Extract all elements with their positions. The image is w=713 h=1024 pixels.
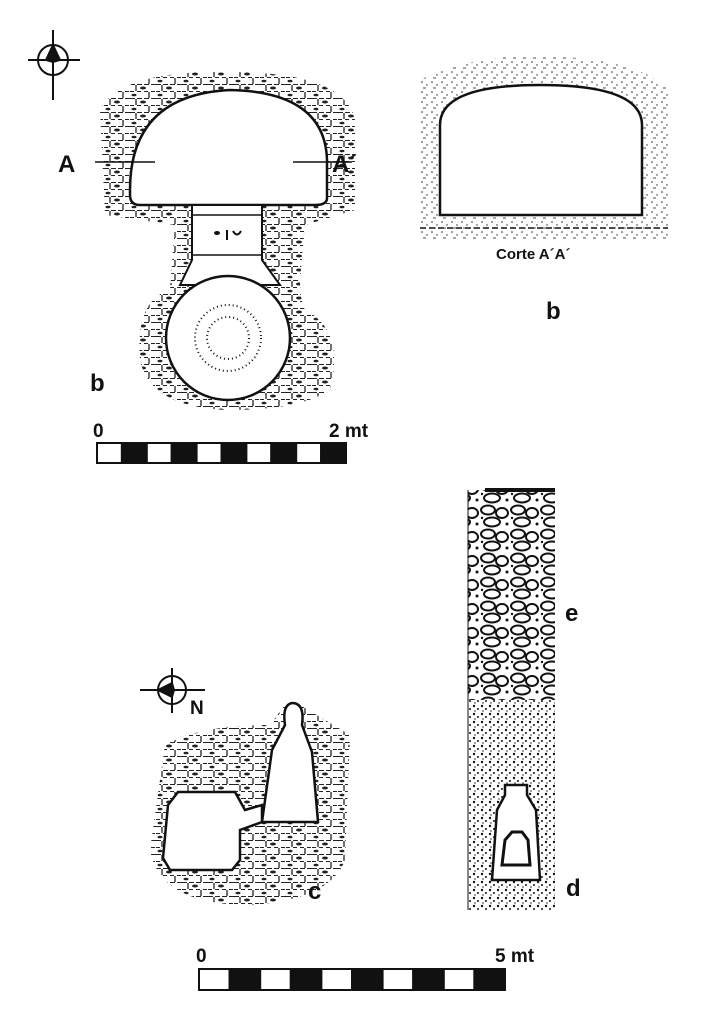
scale-segment — [96, 442, 123, 464]
scale-segment — [228, 968, 262, 991]
scale-segment — [220, 442, 248, 464]
scale-bottom-end: 5 mt — [495, 946, 535, 967]
scale-top-end: 2 mt — [329, 421, 369, 442]
scale-bar-top — [96, 442, 348, 464]
plan-b-label: b — [90, 370, 105, 397]
scale-segment — [170, 442, 198, 464]
scale-segment — [295, 442, 323, 464]
section-marker-a-prime: A´ — [332, 151, 358, 178]
plan-c-drawing — [150, 701, 350, 905]
scale-bar-bottom — [198, 968, 506, 991]
scale-segment — [198, 968, 231, 991]
section-caption: Corte A´A´ — [496, 246, 571, 263]
scale-segment — [120, 442, 148, 464]
scale-segment — [442, 968, 476, 991]
scale-top-start: 0 — [93, 421, 104, 442]
section-b-label: b — [546, 298, 561, 325]
scale-segment — [320, 442, 348, 464]
scale-bottom-start: 0 — [196, 946, 207, 967]
scale-segment — [270, 442, 298, 464]
scale-segment — [145, 442, 173, 464]
plan-b-drawing — [95, 71, 355, 411]
threshold-marks — [214, 230, 242, 240]
north-label: N — [190, 698, 204, 719]
north-compass-icon — [28, 30, 80, 100]
scale-segment — [289, 968, 323, 991]
profile-de-drawing — [467, 488, 555, 910]
scale-segment — [259, 968, 292, 991]
scale-segment — [473, 968, 506, 991]
scale-segment — [195, 442, 223, 464]
scale-segment — [245, 442, 273, 464]
north-compass-icon — [140, 668, 205, 713]
plan-c-label: c — [308, 878, 322, 905]
scale-segment — [320, 968, 353, 991]
profile-d-label: d — [566, 875, 581, 902]
section-b-drawing — [418, 55, 668, 240]
scale-segment — [351, 968, 384, 991]
scale-segment — [412, 968, 445, 991]
scale-segment — [381, 968, 415, 991]
section-marker-a: A — [58, 151, 76, 178]
profile-e-label: e — [565, 600, 579, 627]
